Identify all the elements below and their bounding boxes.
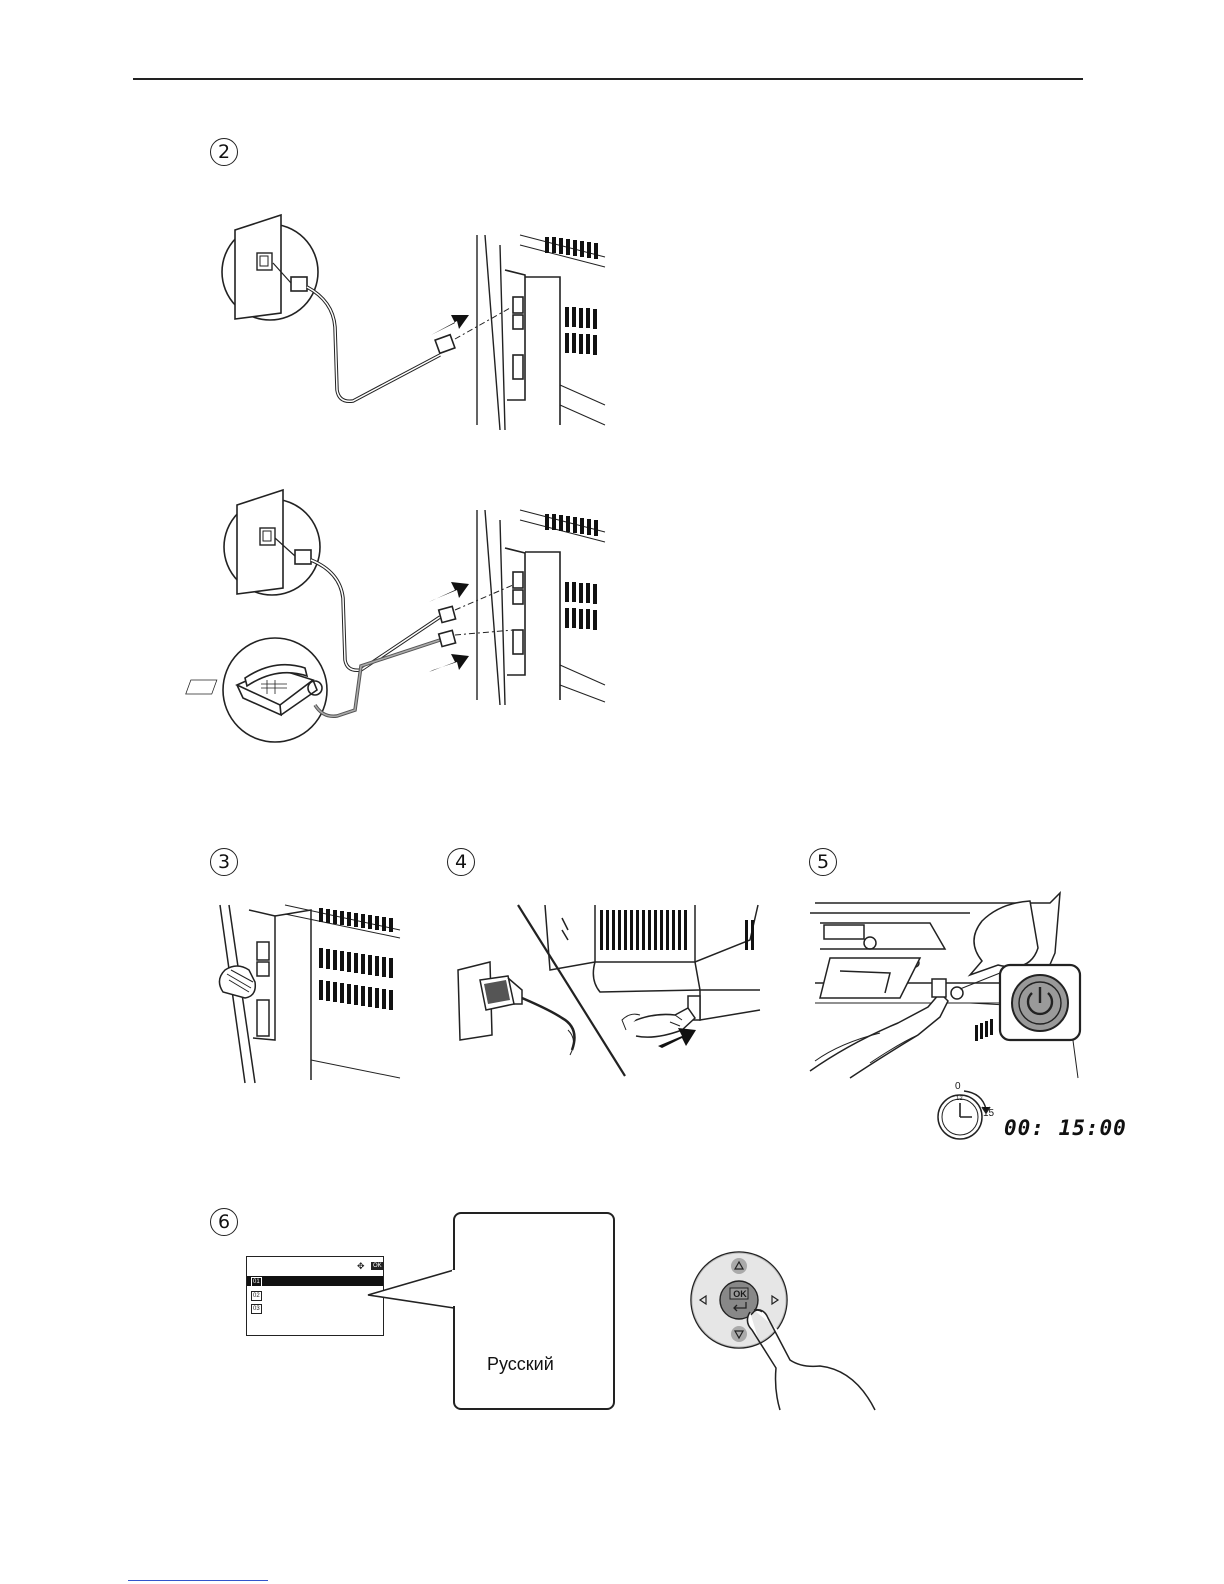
timer-readout: 00: 15:00 [1004,1116,1127,1140]
callout-joint [452,1270,456,1306]
ok-key-label[interactable]: OK [731,1289,749,1299]
language-list-panel [453,1212,615,1410]
clock-start-label: 0 [955,1081,961,1092]
clock-twelve-label: 12 [956,1096,963,1102]
header-rule [133,78,1083,80]
lcd-row-1: 01 [251,1277,262,1287]
figure-ok-keypad [690,1250,890,1415]
clock-end-label: 15 [983,1108,994,1119]
lcd-row-3: 03 [251,1304,262,1314]
lcd-ok-badge: OK [371,1262,384,1270]
figure-line-connection [215,215,615,430]
figure-power-switch [810,893,1085,1078]
figure-power-cord [450,900,770,1078]
step-6-number: 6 [210,1208,238,1236]
language-option-russian[interactable]: Русский [487,1354,554,1375]
lcd-row-2: 02 [251,1291,262,1301]
step-4-number: 4 [447,848,475,876]
figure-cable-clamp [215,900,405,1085]
footer-link-underline [128,1580,268,1581]
figure-line-and-phone-connection [215,490,615,755]
callout-connector [360,1270,460,1340]
step-5-number: 5 [809,848,837,876]
step-3-number: 3 [210,848,238,876]
step-2-number: 2 [210,138,238,166]
